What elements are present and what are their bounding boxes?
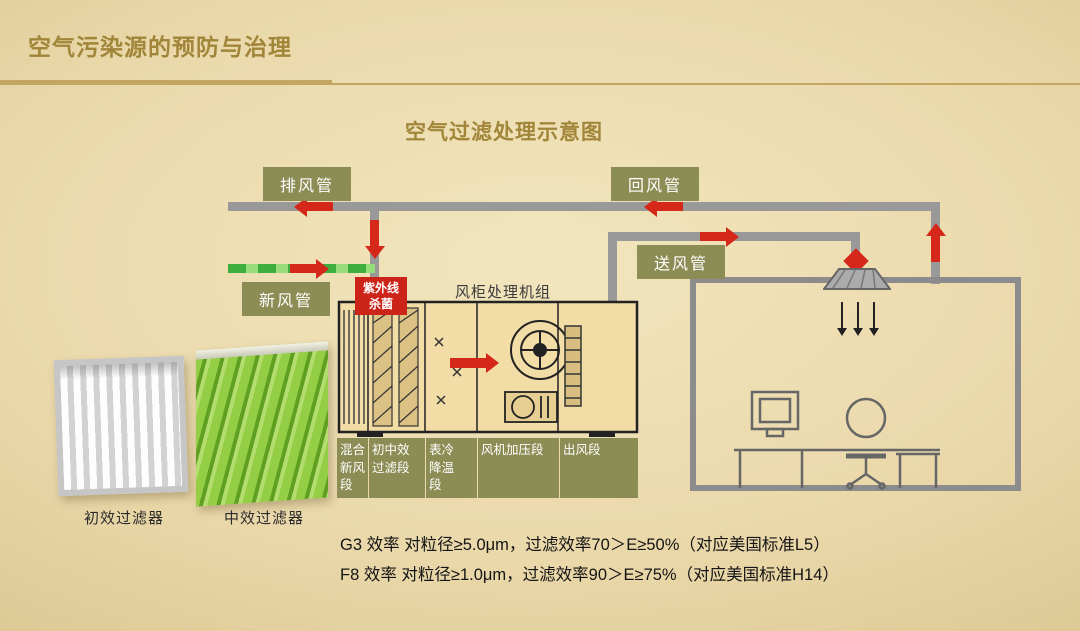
ahu-section-label-filter: 初中效 过滤段 [369, 438, 425, 498]
exhaust-return-duct-horizontal [228, 202, 940, 211]
supply-duct-vertical [608, 236, 617, 302]
diffuser-airflow-arrow [841, 302, 843, 328]
page-title: 空气污染源的预防与治理 [28, 34, 292, 60]
medium-filter-image [196, 341, 328, 507]
outlet-grille-icon [564, 325, 582, 407]
ceiling-diffuser [823, 268, 891, 290]
return-duct-label: 回风管 [611, 167, 700, 201]
primary-filter-caption: 初效过滤器 [84, 510, 165, 527]
fresh-air-flow-arrow [290, 264, 316, 273]
primary-filter-image [53, 355, 189, 497]
return-flow-arrow [657, 202, 683, 211]
crt-monitor-icon [750, 390, 800, 438]
room-wall-right [1015, 277, 1021, 491]
ahu-section-label-cooling: 表冷 降温 段 [426, 438, 477, 498]
ahu-internal-flow-arrow [450, 358, 486, 368]
uv-sterilizer-label: 紫外线 杀菌 [355, 277, 407, 316]
exhaust-duct-label: 排风管 [263, 167, 352, 201]
fan-motor-icon [504, 391, 558, 423]
title-rule-right [332, 83, 1080, 85]
efficiency-note-g3: G3 效率 对粒径≥5.0μm，过滤效率70＞E≥50%（对应美国标准L5） [340, 536, 830, 554]
ahu-intake-flow-arrow [370, 220, 379, 246]
room-furniture-illustration [734, 390, 940, 490]
office-chair-icon [845, 397, 887, 490]
efficiency-note-f8: F8 效率 对粒径≥1.0μm，过滤效率90＞E≥75%（对应美国标准H14） [340, 566, 839, 584]
supply-duct-label: 送风管 [637, 245, 726, 279]
office-desk-icon [734, 448, 940, 488]
room-wall-bottom [690, 485, 1021, 491]
mixing-louver-section [343, 310, 365, 424]
medium-filter-caption: 中效过滤器 [224, 510, 305, 527]
supply-flow-arrow [700, 232, 726, 241]
cooling-coil-section [434, 337, 462, 405]
fresh-duct-label: 新风管 [242, 282, 331, 316]
ahu-title: 风柜处理机组 [455, 284, 552, 301]
exhaust-flow-arrow [307, 202, 333, 211]
ahu-section-label-mixing: 混合 新风 段 [337, 438, 368, 498]
diagram-title: 空气过滤处理示意图 [405, 121, 603, 144]
diffuser-airflow-arrow [873, 302, 875, 328]
side-table-icon [896, 452, 940, 488]
title-rule-left [0, 80, 332, 85]
room-wall-left [690, 277, 696, 491]
ahu-section-label-outlet: 出风段 [560, 438, 638, 498]
ahu-section-label-fan: 风机加压段 [478, 438, 559, 498]
room-return-flow-arrow [931, 236, 940, 262]
diffuser-airflow-arrow [857, 302, 859, 328]
